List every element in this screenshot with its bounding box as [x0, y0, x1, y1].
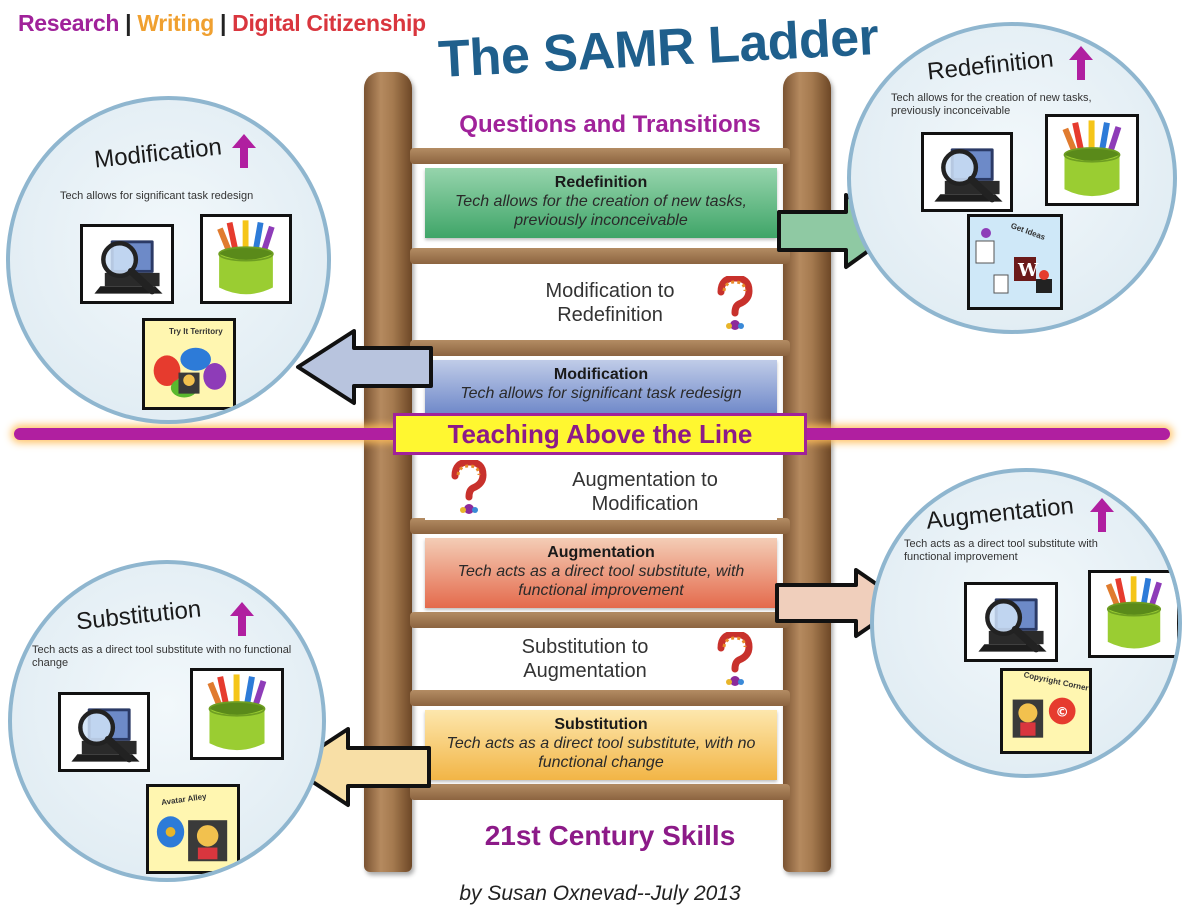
level-substitution: Substitution Tech acts as a direct tool … [425, 710, 777, 780]
transition-line: Redefinition [557, 304, 663, 326]
ladder-rung [410, 248, 790, 264]
transition-aug-to-mod: Augmentation to Modification [425, 456, 777, 520]
magnifier-laptop-icon [58, 692, 150, 772]
level-name: Redefinition [554, 174, 648, 191]
pencil-cup-icon [1045, 114, 1139, 206]
get-ideas-tile: Get Ideas W [967, 214, 1063, 310]
try-it-territory-tile: Try It Territory [142, 318, 236, 410]
pencil-cup-icon [190, 668, 284, 760]
nav-writing[interactable]: Writing [137, 10, 214, 36]
ladder-rung [410, 784, 790, 800]
transition-line: Augmentation [523, 660, 647, 682]
transition-sub-to-aug: Substitution to Augmentation [425, 628, 777, 690]
teaching-above-line-label: Teaching Above the Line [393, 413, 807, 455]
circle-augmentation: Augmentation Tech acts as a direct tool … [870, 468, 1182, 778]
level-name: Modification [553, 366, 649, 383]
ladder-right-rail [783, 72, 831, 872]
level-redefinition: Redefinition Tech allows for the creatio… [425, 168, 777, 238]
magnifier-laptop-icon [921, 132, 1013, 212]
arrow-left-substitution [288, 727, 431, 807]
byline: by Susan Oxnevad--July 2013 [459, 882, 741, 905]
up-arrow-icon [1090, 498, 1114, 532]
level-desc: Tech acts as a direct tool substitute, w… [457, 563, 745, 599]
circle-title: Substitution [74, 595, 203, 636]
level-desc: Tech allows for significant task redesig… [460, 385, 742, 402]
circle-title: Augmentation [924, 492, 1076, 535]
tile-label: Try It Territory [169, 327, 223, 336]
circle-title: Redefinition [925, 45, 1055, 86]
pencil-cup-icon [200, 214, 292, 304]
ladder-rung [410, 690, 790, 706]
ladder-left-rail [364, 72, 412, 872]
bottom-label: 21st Century Skills [484, 820, 736, 851]
circle-desc: Tech acts as a direct tool substitute wi… [32, 644, 292, 669]
level-name: Substitution [554, 716, 648, 733]
ladder-rung [410, 340, 790, 356]
ladder-subtitle: Questions and Transitions [459, 111, 761, 138]
ladder-rung [410, 518, 790, 534]
level-name: Augmentation [547, 544, 655, 561]
ladder-rung [410, 612, 790, 628]
copyright-corner-tile: Copyright Corner © [1000, 668, 1092, 754]
circle-desc: Tech acts as a direct tool substitute wi… [904, 538, 1098, 563]
svg-text:©: © [1056, 706, 1069, 721]
nav-digital-citizenship[interactable]: Digital Citizenship [232, 10, 426, 36]
magnifier-laptop-icon [964, 582, 1058, 662]
question-mark-icon [715, 632, 755, 688]
circle-redefinition: Redefinition Tech allows for the creatio… [847, 22, 1177, 334]
up-arrow-icon [230, 602, 254, 636]
nav-research[interactable]: Research [18, 10, 120, 36]
circle-title: Modification [92, 133, 224, 174]
pencil-cup-icon [1088, 570, 1178, 658]
arrow-left-modification [296, 329, 433, 405]
level-augmentation: Augmentation Tech acts as a direct tool … [425, 538, 777, 608]
level-desc: Tech allows for the creation of new task… [455, 193, 747, 229]
nav-separator: | [220, 10, 227, 36]
transition-line: Substitution to [521, 636, 649, 658]
transition-mod-to-redef: Modification to Redefinition [425, 268, 777, 340]
circle-desc: Tech allows for significant task redesig… [60, 190, 254, 202]
circle-desc: Tech allows for the creation of new task… [891, 92, 1092, 117]
avatar-alley-tile: Avatar Alley [146, 784, 240, 874]
magnifier-laptop-icon [80, 224, 174, 304]
transition-line: Modification to [545, 280, 675, 302]
circle-substitution: Substitution Tech acts as a direct tool … [8, 560, 326, 882]
question-mark-icon [449, 460, 489, 516]
transition-line: Augmentation to [572, 469, 718, 491]
circle-modification: Modification Tech allows for significant… [6, 96, 331, 424]
up-arrow-icon [232, 134, 256, 168]
svg-text:W: W [1017, 260, 1039, 281]
transition-line: Modification [591, 493, 699, 515]
level-modification: Modification Tech allows for significant… [425, 360, 777, 416]
ladder-rung [410, 148, 790, 164]
nav-separator: | [125, 10, 132, 36]
question-mark-icon [715, 276, 755, 332]
top-nav: Research|Writing|Digital Citizenship [18, 10, 426, 37]
level-desc: Tech acts as a direct tool substitute, w… [446, 735, 756, 771]
up-arrow-icon [1069, 46, 1093, 80]
